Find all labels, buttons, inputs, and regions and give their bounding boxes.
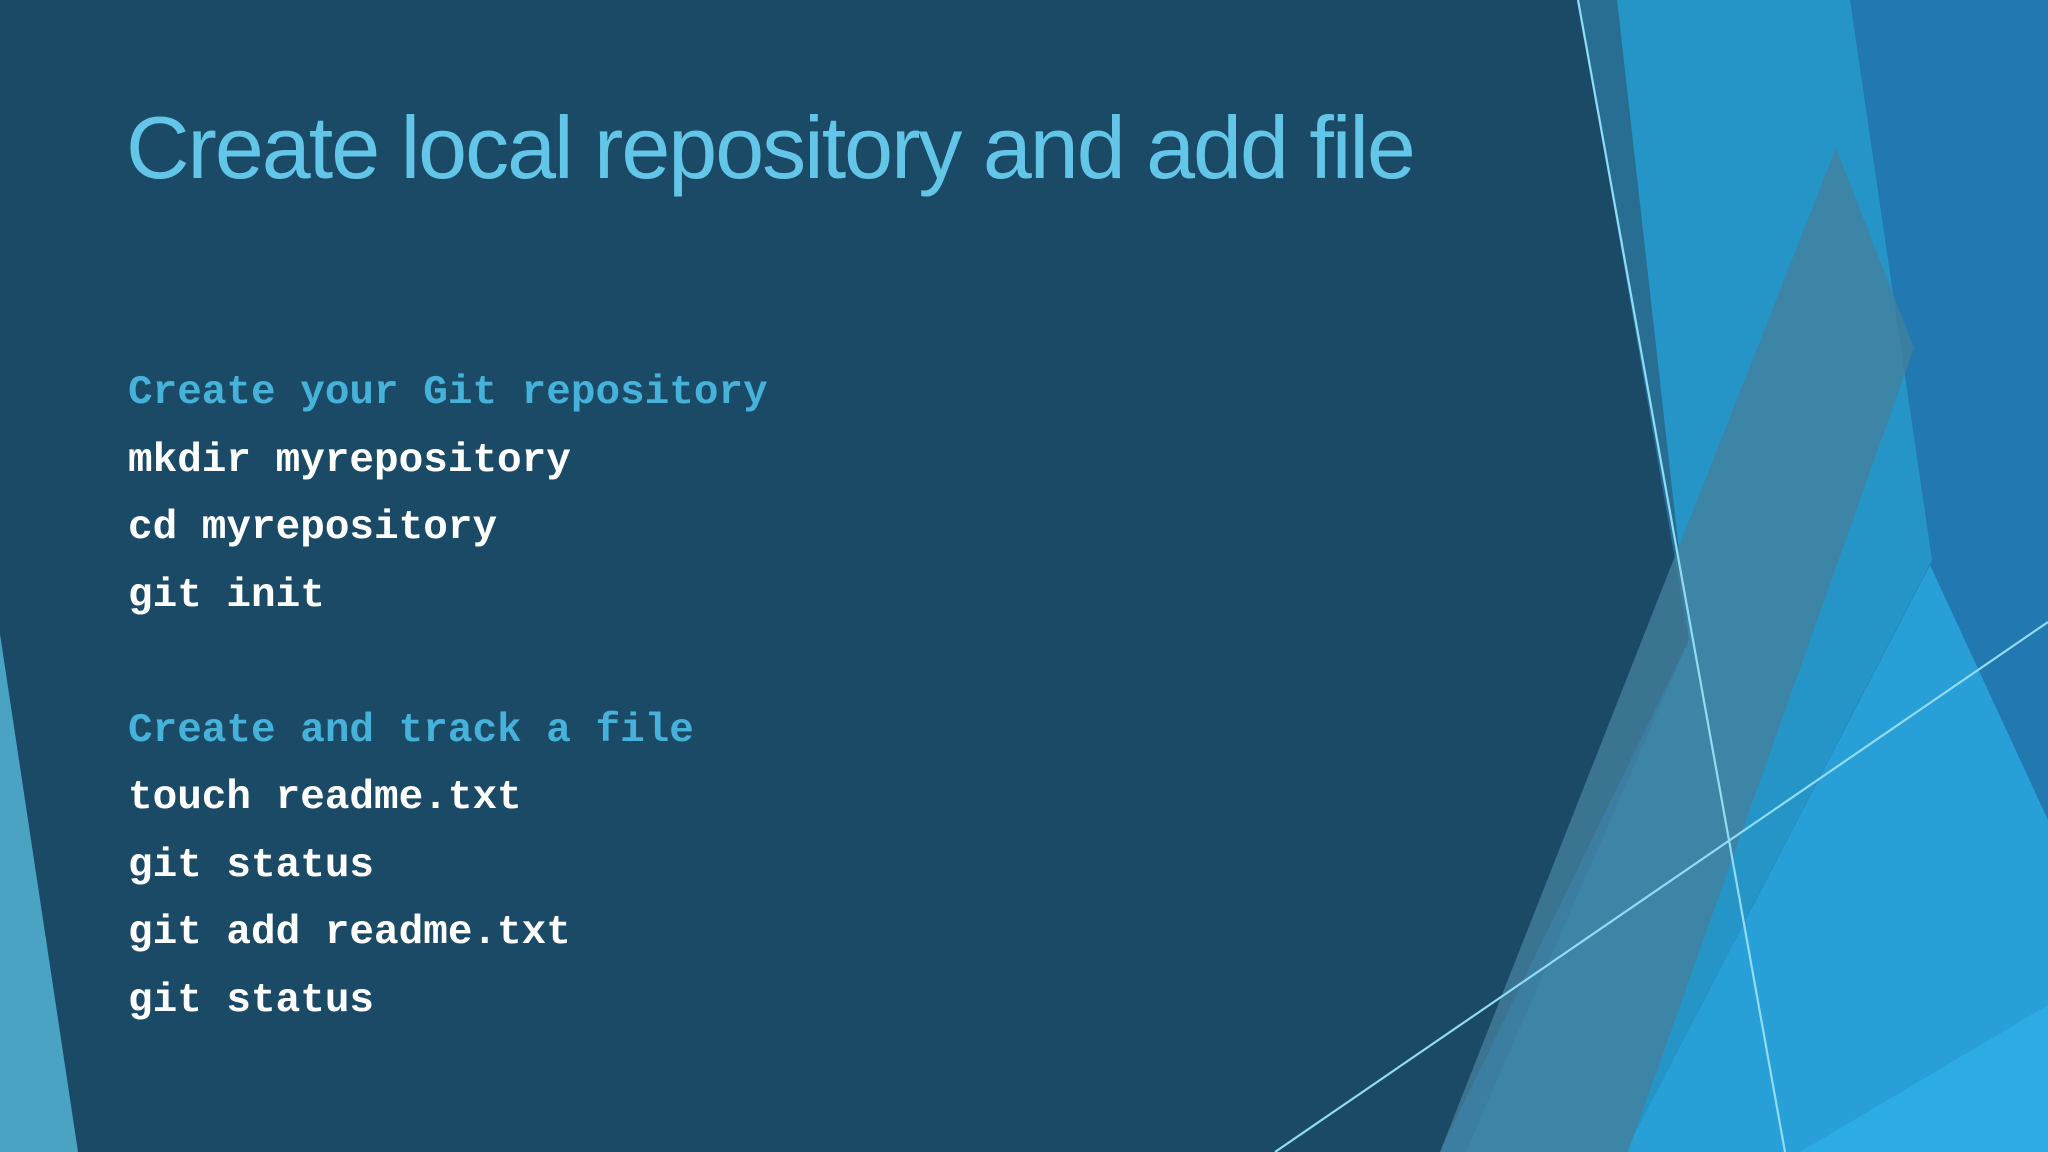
command-line-git-status-2: git status bbox=[128, 977, 375, 1024]
command-line-git-init: git init bbox=[128, 572, 325, 619]
facet-cyan-band bbox=[1625, 565, 2048, 1152]
accent-line-steep bbox=[1576, 0, 1787, 1152]
left-edge-wedge bbox=[0, 634, 78, 1152]
command-line-git-status-1: git status bbox=[128, 842, 375, 889]
blank-line bbox=[128, 630, 768, 698]
command-line-mkdir: mkdir myrepository bbox=[128, 437, 571, 484]
section-heading-create-repo: Create your Git repository bbox=[128, 370, 768, 416]
command-line-cd: cd myrepository bbox=[128, 505, 498, 551]
facet-gray-overlay-band bbox=[1440, 148, 1914, 1152]
section-heading-track-file: Create and track a file bbox=[128, 707, 694, 754]
slide-title: Create local repository and add file bbox=[126, 98, 1416, 197]
command-line-git-add: git add readme.txt bbox=[128, 910, 571, 956]
command-line-touch: touch readme.txt bbox=[128, 775, 522, 821]
command-list: Create your Git repository mkdir myrepos… bbox=[128, 360, 768, 1035]
facet-cyan-corner bbox=[1800, 1005, 2048, 1152]
accent-line-diagonal bbox=[1274, 621, 2048, 1152]
